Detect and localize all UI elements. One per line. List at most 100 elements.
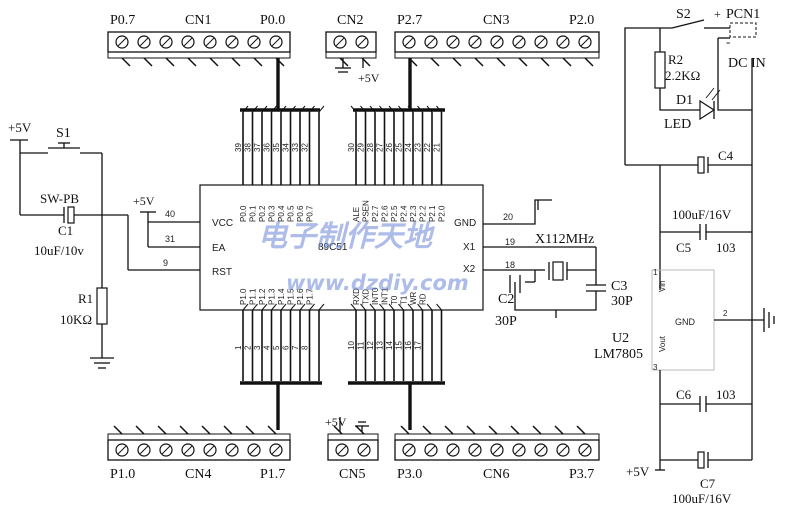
cn4-leg [157, 425, 167, 435]
c1-value: 10uF/10v [34, 243, 84, 258]
top-port-label: P2.1 [428, 205, 437, 222]
cn1-screw-slot [139, 37, 149, 47]
top-pin-number: 25 [395, 143, 404, 152]
dc-jack-symbol [729, 22, 757, 38]
cn6-leg [554, 425, 564, 435]
r2-symbol [654, 51, 666, 89]
bottom-pin-number: 2 [244, 345, 253, 350]
led-symbol [699, 99, 716, 121]
fan-entry [261, 105, 268, 113]
c7-symbol [697, 451, 705, 469]
cn5-leg [355, 425, 365, 435]
cn4-left-label: P1.0 [110, 467, 135, 482]
bottom-pin-number: 10 [347, 341, 356, 350]
bottom-port-label: P1.7 [306, 288, 315, 305]
reg-pin3: 3 [653, 363, 658, 372]
bottom-pin-number: 8 [301, 345, 310, 350]
pcn1-plus: + [714, 7, 721, 21]
vcc-label: VCC [212, 218, 233, 229]
bottom-port-label: WR [409, 291, 418, 305]
fan-entry [242, 303, 249, 311]
cn6-screw-slot [514, 445, 524, 455]
cn6-terminal-screw-icon [468, 443, 482, 457]
c3-value: 30P [611, 294, 633, 309]
sw-label: SW-PB [40, 191, 79, 206]
cn6-leg [488, 425, 498, 435]
fan-entry [407, 303, 414, 311]
cn1-leg [209, 57, 219, 67]
cn4-screw-slot [205, 445, 215, 455]
cn4-terminal-screw-icon [181, 443, 195, 457]
cn1-right-label: P0.0 [260, 13, 285, 28]
bottom-port-label: P1.5 [287, 288, 296, 305]
top-pin-number: 39 [234, 143, 243, 152]
cn1-leg [143, 57, 153, 67]
cn5-connector: CN5 [327, 425, 379, 482]
fan-entry [242, 105, 249, 113]
cn1-terminal-screw-icon [159, 35, 173, 49]
cn6-screw-slot [558, 445, 568, 455]
fan-entry [388, 105, 395, 113]
cn2-connector: CN2 [325, 13, 377, 67]
top-pin-number: 35 [272, 143, 281, 152]
mcu-part: 89C51 [318, 242, 348, 253]
cn2-leg [339, 57, 349, 67]
crystal-label: X112MHz [535, 232, 594, 247]
cn2-name-label: CN2 [337, 13, 363, 28]
cn1-base [107, 51, 291, 59]
bottom-pin-number: 1 [234, 345, 243, 350]
bottom-port-label: P1.0 [239, 288, 248, 305]
cn5-screw-slot [337, 445, 347, 455]
cn2-base [325, 51, 377, 59]
top-port-label: P2.4 [400, 205, 409, 222]
cn6-terminal-screw-icon [490, 443, 504, 457]
fan-entry [369, 105, 376, 113]
cn4-base [107, 433, 291, 441]
cn6-terminal-screw-icon [578, 443, 592, 457]
c4-value: 100uF/16V [672, 207, 732, 222]
cn3-leg [518, 57, 528, 67]
top-port-label: P0.0 [239, 205, 248, 222]
c5-label: C5 [676, 240, 691, 255]
cn4-screw-slot [227, 445, 237, 455]
fan-entry [271, 105, 277, 113]
cn1-leg [253, 57, 263, 67]
fan-entry [290, 105, 296, 113]
ea-label: EA [212, 243, 226, 254]
fan-entry [350, 105, 357, 113]
cn1-terminal-screw-icon [225, 35, 239, 49]
fan-entry [398, 105, 404, 113]
top-port-label: P2.0 [438, 205, 447, 222]
top-port-label: P2.3 [409, 205, 418, 222]
fan-entry [379, 303, 385, 311]
bottom-port-label: P1.3 [268, 288, 277, 305]
led-label: LED [664, 117, 691, 132]
c7-value: 100uF/16V [672, 491, 732, 506]
top-pin-number: 30 [347, 143, 356, 152]
bottom-port-label: T1 [400, 295, 409, 305]
cn6-leg [422, 425, 432, 435]
cn3-terminal-screw-icon [556, 35, 570, 49]
bottom-pin-number: 16 [404, 341, 413, 350]
fan-entry [417, 105, 423, 113]
top-port-label: P2.6 [381, 205, 390, 222]
fan-entry [350, 303, 357, 311]
cn2-screw-slot [357, 37, 367, 47]
bottom-port-label: RD [419, 293, 428, 305]
top-pin-number: 21 [433, 143, 442, 152]
d1-label: D1 [676, 93, 693, 108]
cn3-right-label: P2.0 [569, 13, 594, 28]
cn3-terminal-screw-icon [534, 35, 548, 49]
c7-label: C7 [700, 476, 716, 491]
reg-gnd-label: GND [675, 317, 696, 327]
fan-entry [360, 303, 366, 311]
cn6-terminal-screw-icon [402, 443, 416, 457]
fan-entry [290, 303, 296, 311]
cn3-screw-slot [426, 37, 436, 47]
cn3-screw-slot [492, 37, 502, 47]
c1-symbol [67, 206, 75, 224]
